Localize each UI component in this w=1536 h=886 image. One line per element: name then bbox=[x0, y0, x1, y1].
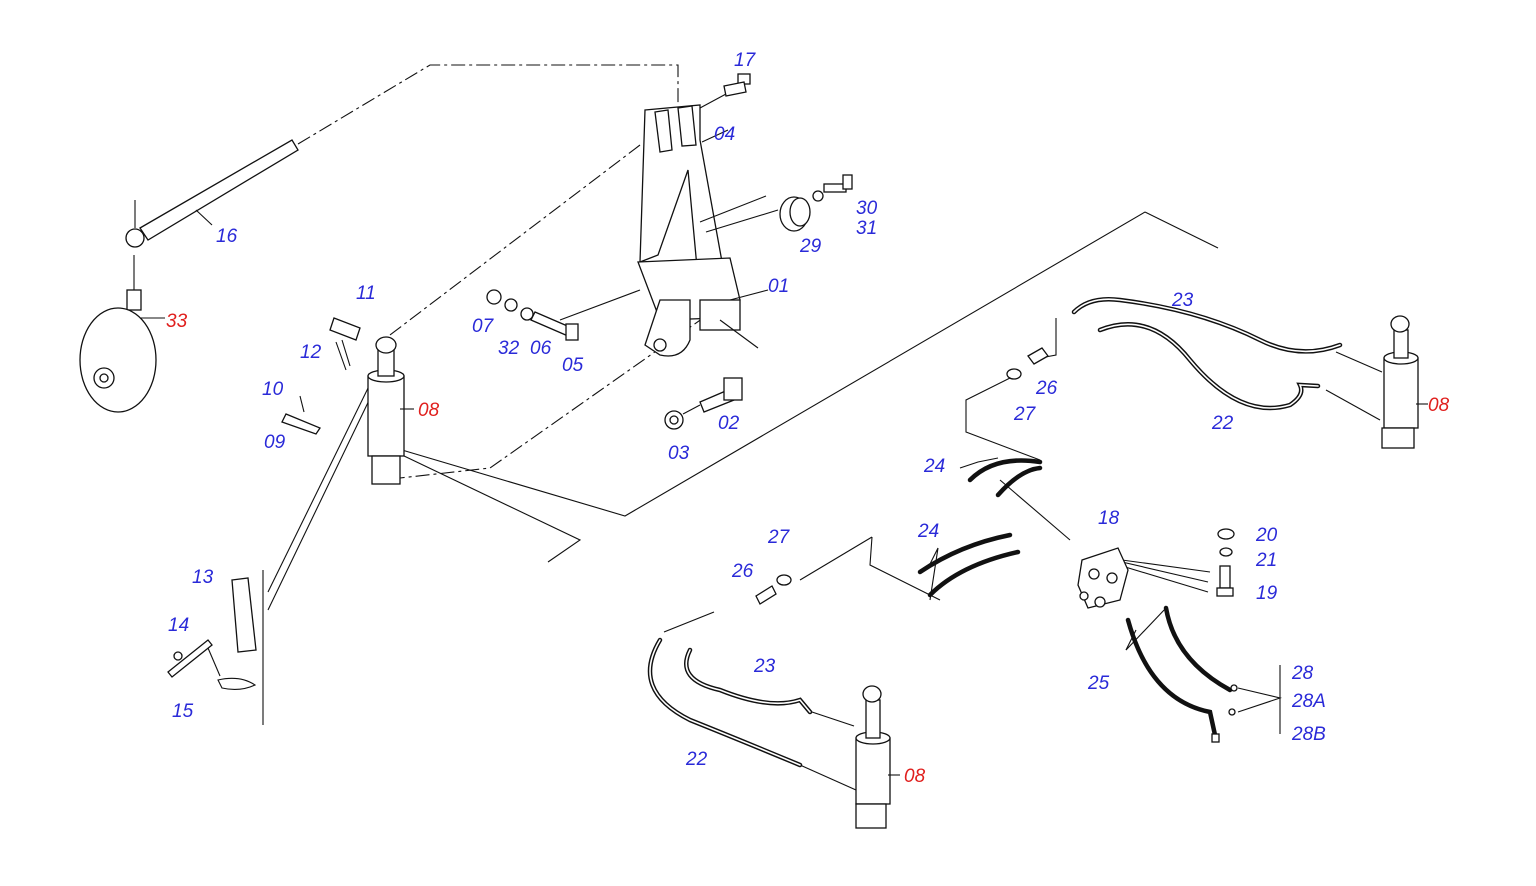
valve-block-18 bbox=[1077, 547, 1129, 609]
label-22-upper: 22 bbox=[1211, 413, 1234, 434]
label-13: 13 bbox=[192, 567, 214, 588]
label-17: 17 bbox=[734, 50, 757, 71]
label-28: 28 bbox=[1291, 663, 1314, 684]
label-31: 31 bbox=[856, 218, 877, 239]
label-21: 21 bbox=[1255, 550, 1277, 571]
bolt-17 bbox=[699, 73, 751, 109]
coupling-26-lower bbox=[755, 585, 777, 605]
label-15: 15 bbox=[172, 701, 194, 722]
label-11: 11 bbox=[356, 283, 376, 304]
label-25: 25 bbox=[1087, 673, 1110, 694]
label-10: 10 bbox=[262, 379, 284, 400]
washer-32 bbox=[504, 298, 518, 312]
label-04: 04 bbox=[714, 124, 735, 145]
label-14: 14 bbox=[168, 615, 189, 636]
label-08-left: 08 bbox=[418, 400, 440, 421]
clip-15 bbox=[207, 647, 257, 691]
bolt-05 bbox=[530, 311, 579, 341]
bushing-06 bbox=[520, 307, 534, 321]
washer-31 bbox=[812, 190, 824, 202]
label-22-lower: 22 bbox=[685, 749, 708, 770]
label-09: 09 bbox=[264, 432, 286, 453]
label-19: 19 bbox=[1256, 583, 1278, 604]
label-08-right-lower: 08 bbox=[904, 766, 926, 787]
label-18: 18 bbox=[1098, 508, 1120, 529]
cylinder-08-right-upper bbox=[1381, 315, 1428, 449]
label-27-upper: 27 bbox=[1013, 404, 1037, 425]
hose-24-lower bbox=[917, 532, 1021, 598]
fitting-28 bbox=[1211, 684, 1238, 743]
washer-21 bbox=[1219, 547, 1233, 557]
pin-11 bbox=[329, 317, 361, 341]
hose-23-upper bbox=[1071, 297, 1343, 354]
pin-14 bbox=[167, 639, 213, 678]
assembly-guide-lines bbox=[262, 64, 1219, 725]
label-32: 32 bbox=[498, 338, 520, 359]
label-16: 16 bbox=[216, 226, 238, 247]
hydraulic-guide-lines bbox=[663, 318, 1383, 791]
arm-16 bbox=[125, 139, 299, 248]
label-24-lower: 24 bbox=[917, 521, 939, 542]
pin-02 bbox=[699, 377, 743, 413]
label-08-right-upper: 08 bbox=[1428, 395, 1450, 416]
label-20: 20 bbox=[1255, 525, 1278, 546]
label-01: 01 bbox=[768, 276, 789, 297]
label-07: 07 bbox=[472, 316, 495, 337]
bracket-13 bbox=[231, 577, 257, 653]
label-28B: 28B bbox=[1291, 724, 1326, 745]
bolt-30 bbox=[823, 174, 853, 193]
notched-disc-33 bbox=[79, 255, 165, 413]
hose-22-upper bbox=[1097, 322, 1321, 411]
coupling-26-upper bbox=[1027, 347, 1049, 365]
hose-23-lower bbox=[684, 647, 813, 715]
pin-09 bbox=[281, 413, 321, 435]
pin-10 bbox=[299, 395, 305, 413]
label-24-upper: 24 bbox=[923, 456, 945, 477]
nut-07 bbox=[486, 289, 502, 305]
label-28A: 28A bbox=[1291, 691, 1326, 712]
label-05: 05 bbox=[562, 355, 584, 376]
label-29: 29 bbox=[799, 236, 822, 257]
label-23-upper: 23 bbox=[1171, 290, 1194, 311]
label-06: 06 bbox=[530, 338, 552, 359]
washer-20 bbox=[1217, 528, 1235, 540]
label-02: 02 bbox=[718, 413, 740, 434]
clip-12 bbox=[335, 339, 351, 371]
label-23-lower: 23 bbox=[753, 656, 776, 677]
label-27-lower: 27 bbox=[767, 527, 791, 548]
label-26-lower: 26 bbox=[731, 561, 754, 582]
part-labels: 17 04 30 31 29 16 01 11 33 07 32 06 05 1… bbox=[166, 50, 1450, 787]
seal-27-upper bbox=[1006, 368, 1022, 380]
label-03: 03 bbox=[668, 443, 690, 464]
hose-25 bbox=[1125, 605, 1233, 738]
hose-22-lower bbox=[647, 637, 803, 768]
cap-29 bbox=[779, 196, 811, 232]
nut-03 bbox=[664, 404, 701, 430]
label-33: 33 bbox=[166, 311, 188, 332]
label-12: 12 bbox=[300, 342, 322, 363]
cylinder-08-right-lower bbox=[855, 685, 900, 829]
hose-24-upper bbox=[967, 458, 1043, 498]
cylinder-08-left bbox=[367, 336, 414, 485]
frame-tower-04 bbox=[559, 104, 779, 357]
bolt-19 bbox=[1216, 565, 1234, 597]
label-30: 30 bbox=[856, 198, 878, 219]
label-26-upper: 26 bbox=[1035, 378, 1058, 399]
seal-27-lower bbox=[776, 574, 792, 586]
